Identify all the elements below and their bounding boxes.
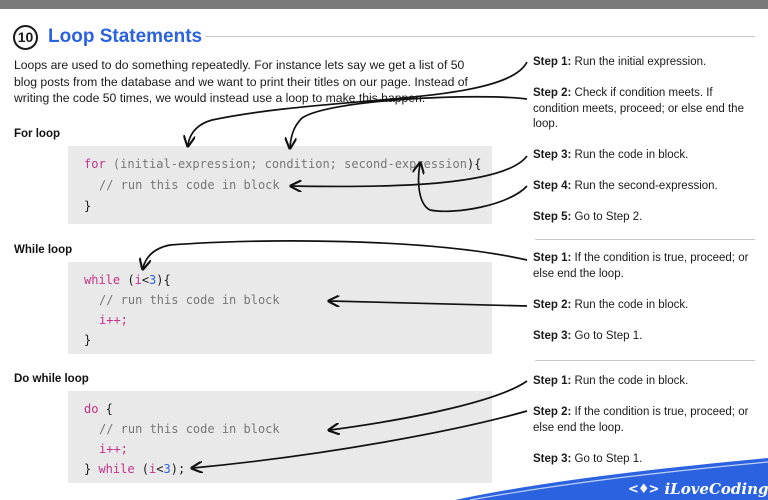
step-label: Step 3: [533, 330, 572, 342]
arrow-step4-to-second [419, 164, 528, 213]
code-punct: ( [134, 462, 150, 476]
for-loop-label: For loop [14, 128, 60, 140]
do-while-loop-code-block: do { // run this code in block i++; } wh… [68, 391, 492, 483]
step-text: Go to Step 1. [571, 453, 643, 465]
page-header: 10 Loop Statements [13, 24, 202, 50]
step-text: If the condition is true, proceed; or el… [533, 252, 749, 280]
arrow-do-step1-to-block [330, 380, 528, 430]
title-rule [205, 36, 755, 37]
code-closing-brace: } [84, 333, 92, 347]
code-increment: i++; [99, 312, 128, 328]
do-header-line: do { [84, 401, 113, 417]
arrow-do-step2-to-condition [193, 410, 528, 468]
code-operator: < [156, 462, 164, 476]
code-punct: ){ [156, 273, 171, 287]
step-text: Run the code in block. [571, 299, 689, 311]
for-loop-header-line: for (initial-expression; condition; seco… [84, 156, 481, 172]
step-text: If the condition is true, proceed; or el… [533, 406, 749, 434]
code-comment: // run this code in block [99, 293, 280, 307]
arrow-while-step1-to-condition [143, 240, 528, 268]
do-step-1: Step 1: Run the code in block. [533, 374, 758, 390]
code-increment-text: i++; [99, 442, 128, 456]
code-increment: i++; [99, 441, 128, 457]
while-step-1: Step 1: If the condition is true, procee… [533, 251, 758, 282]
code-closing-brace: } [84, 199, 92, 213]
arrow-step1-to-initial [188, 61, 528, 145]
code-operator: < [141, 273, 150, 287]
step-label: Step 1: [533, 252, 572, 264]
code-keyword: do [84, 402, 99, 416]
while-step-2: Step 2: Run the code in block. [533, 298, 758, 314]
code-diamond-icon: <♦> [628, 481, 659, 497]
step-text: Go to Step 1. [571, 330, 643, 342]
while-loop-header-line: while (i<3){ [84, 272, 171, 288]
for-step-4: Step 4: Run the second-expression. [533, 179, 758, 195]
step-label: Step 5: [533, 211, 572, 223]
code-increment-text: i++; [99, 313, 128, 327]
code-keyword: while [84, 273, 121, 287]
brand-name: iLoveCoding [664, 480, 768, 498]
step-text: Go to Step 2. [571, 211, 643, 223]
while-step-3: Step 3: Go to Step 1. [533, 329, 758, 345]
code-variable: i [134, 273, 142, 287]
code-punct: ){ [466, 157, 482, 171]
code-variable: i [149, 462, 157, 476]
code-punct: ; [250, 157, 265, 171]
for-step-2: Step 2: Check if condition meets. If con… [533, 86, 758, 133]
do-while-loop-label: Do while loop [14, 373, 89, 385]
section-number-badge: 10 [13, 24, 38, 50]
top-bar [0, 0, 768, 9]
for-loop-code-block: for (initial-expression; condition; seco… [68, 146, 492, 224]
arrow-step2-to-condition [290, 95, 528, 147]
step-label: Step 4: [533, 180, 572, 192]
arrow-step3-to-block [292, 155, 528, 186]
step-label: Step 2: [533, 406, 572, 418]
code-keyword: for [84, 157, 106, 171]
for-step-5: Step 5: Go to Step 2. [533, 210, 758, 226]
code-initial-expression: initial-expression [120, 157, 251, 171]
code-punct: { [98, 402, 113, 416]
for-step-1: Step 1: Run the initial expression. [533, 55, 758, 71]
section-divider [535, 239, 755, 240]
intro-paragraph: Loops are used to do something repeatedl… [14, 58, 468, 105]
code-punct: ); [170, 462, 186, 476]
code-comment: // run this code in block [99, 178, 280, 192]
while-loop-code-block: while (i<3){ // run this code in block i… [68, 262, 492, 354]
step-label: Step 2: [533, 299, 572, 311]
code-punct: ( [105, 157, 121, 171]
code-punct: } [84, 462, 99, 476]
footer-band-edge [469, 461, 768, 500]
section-divider [535, 360, 755, 361]
page-title: Loop Statements [48, 26, 203, 47]
code-condition: condition [264, 157, 330, 171]
arrow-while-step2-to-block [330, 301, 528, 306]
code-keyword: while [98, 462, 135, 476]
for-step-3: Step 3: Run the code in block. [533, 148, 758, 164]
step-label: Step 1: [533, 375, 572, 387]
step-text: Run the second-expression. [571, 180, 718, 192]
code-punct: ( [120, 273, 135, 287]
code-comment: // run this code in block [99, 422, 280, 436]
code-second-expression: second-expression [344, 157, 467, 171]
code-number: 3 [149, 273, 157, 287]
while-loop-label: While loop [14, 244, 73, 256]
code-number: 3 [163, 462, 171, 476]
do-while-footer-line: } while (i<3); [84, 461, 185, 477]
step-text: Check if condition meets. If condition m… [533, 87, 744, 130]
code-punct: ; [329, 157, 345, 171]
step-text: Run the code in block. [571, 375, 689, 387]
footer-logo[interactable]: <♦> iLoveCoding [628, 480, 768, 498]
step-label: Step 3: [533, 149, 572, 161]
step-label: Step 2: [533, 87, 572, 99]
step-label: Step 1: [533, 56, 572, 68]
do-step-2: Step 2: If the condition is true, procee… [533, 405, 758, 436]
step-text: Run the code in block. [571, 149, 689, 161]
step-label: Step 3: [533, 453, 572, 465]
step-text: Run the initial expression. [571, 56, 707, 68]
do-step-3: Step 3: Go to Step 1. [533, 452, 758, 468]
